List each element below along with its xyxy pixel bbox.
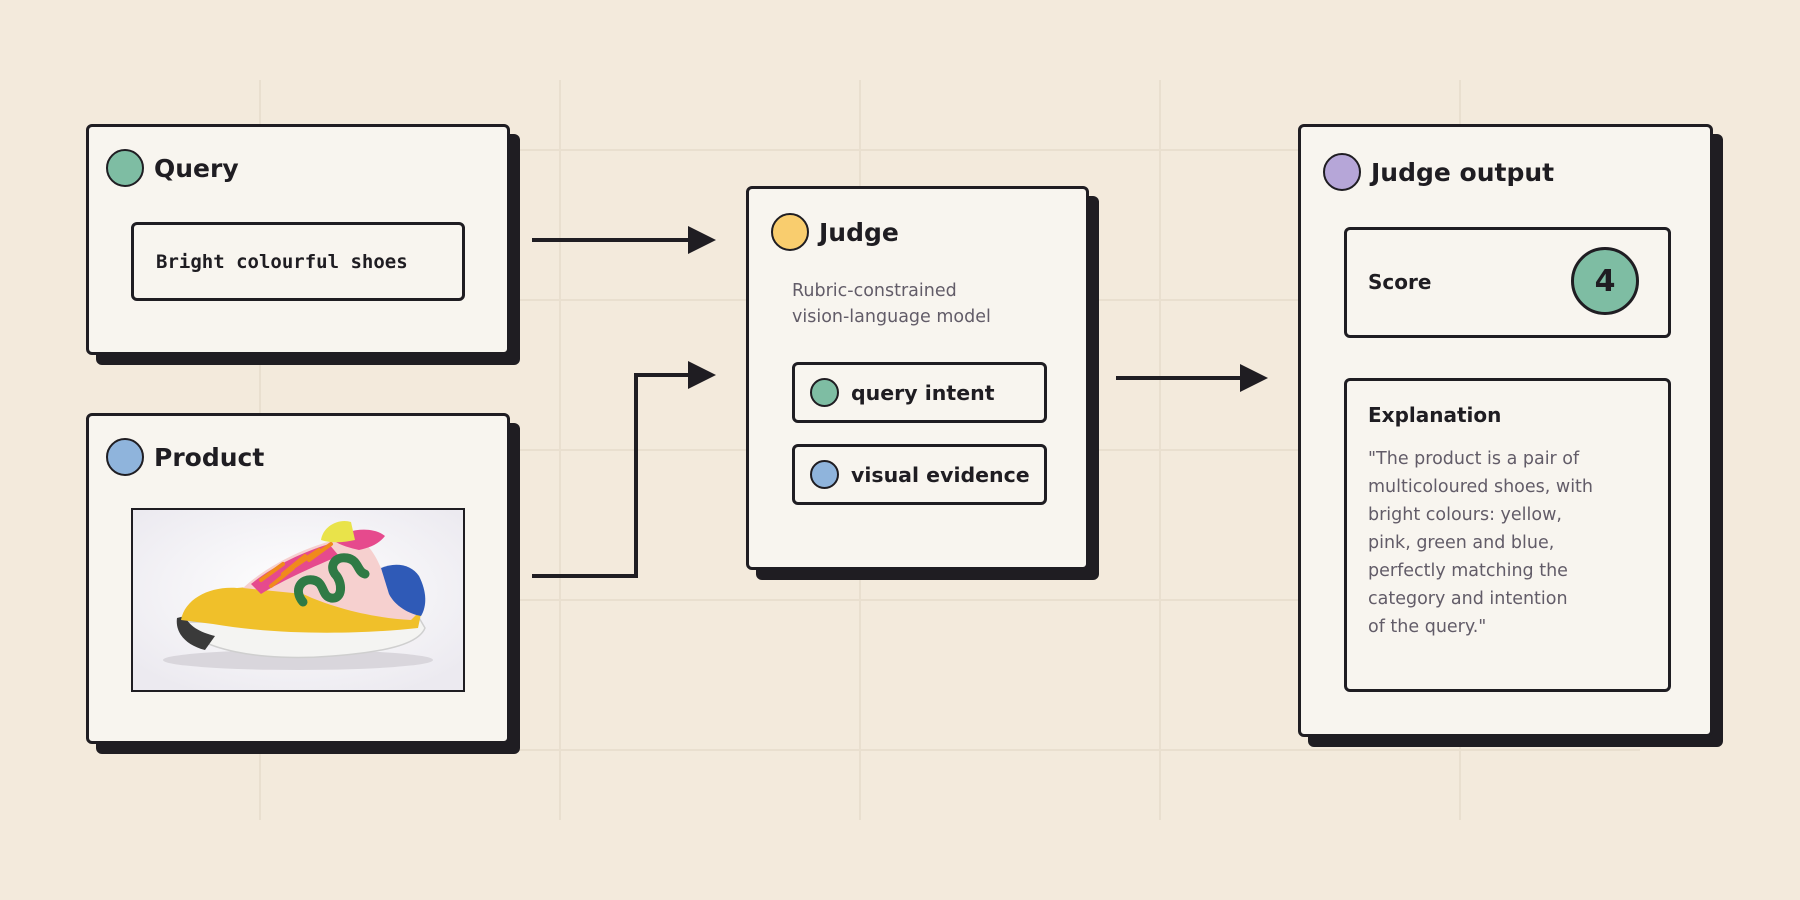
product-card: Product — [86, 413, 510, 744]
judge-input-label: visual evidence — [851, 462, 1030, 487]
explanation-box: Explanation "The product is a pair of mu… — [1344, 378, 1671, 692]
judge-output-card-title: Judge output — [1371, 157, 1555, 187]
score-value: 4 — [1594, 263, 1616, 299]
score-box: Score 4 — [1344, 227, 1671, 338]
arrowhead-icon — [1240, 364, 1268, 392]
judge-description: Rubric-constrained vision-language model — [792, 281, 991, 327]
explanation-title: Explanation — [1368, 403, 1502, 427]
judge-output-card: Judge output Score 4 Explanation "The pr… — [1298, 124, 1713, 737]
query-card: Query Bright colourful shoes — [86, 124, 510, 355]
score-badge: 4 — [1571, 247, 1639, 315]
judge-card: Judge Rubric-constrained vision-language… — [746, 186, 1089, 570]
product-card-title: Product — [154, 442, 265, 472]
multicoloured-sneaker-image — [133, 510, 463, 690]
judge-card-title: Judge — [819, 217, 899, 247]
judge-input-query-intent: query intent — [792, 362, 1047, 423]
grid-line — [160, 599, 1640, 601]
score-label: Score — [1368, 270, 1432, 294]
product-to-judge-arrow-line — [532, 373, 690, 578]
arrowhead-icon — [688, 226, 716, 254]
yellow-dot-icon — [771, 213, 809, 251]
blue-dot-icon — [810, 460, 839, 489]
grid-line — [160, 749, 1640, 751]
grid-line — [160, 149, 1640, 151]
purple-dot-icon — [1323, 153, 1361, 191]
explanation-text: "The product is a pair of multicoloured … — [1368, 449, 1594, 637]
green-dot-icon — [810, 378, 839, 407]
green-dot-icon — [106, 149, 144, 187]
query-card-header: Query — [106, 149, 239, 187]
query-text-box: Bright colourful shoes — [131, 222, 465, 301]
arrowhead-icon — [688, 361, 716, 389]
judge-card-header: Judge — [771, 213, 899, 251]
judge-output-card-header: Judge output — [1323, 153, 1554, 191]
judge-input-visual-evidence: visual evidence — [792, 444, 1047, 505]
query-text: Bright colourful shoes — [156, 250, 408, 273]
judge-input-label: query intent — [851, 380, 995, 405]
product-card-header: Product — [106, 438, 264, 476]
product-image-frame — [131, 508, 465, 692]
blue-dot-icon — [106, 438, 144, 476]
query-card-title: Query — [154, 153, 239, 183]
